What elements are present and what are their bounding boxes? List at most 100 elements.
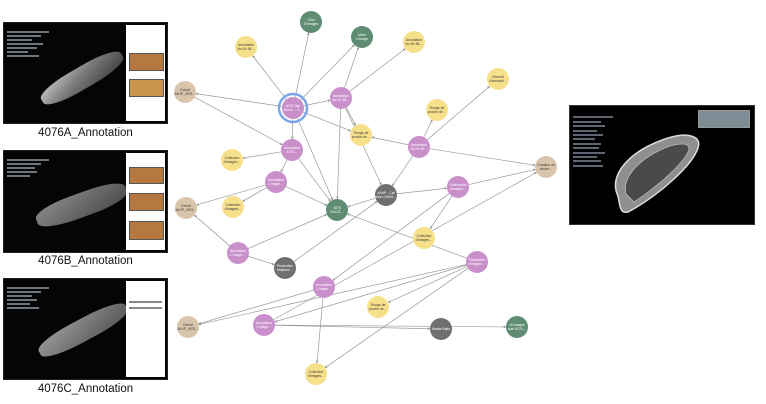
graph-node-circle[interactable] — [326, 199, 348, 221]
graph-edge — [429, 195, 453, 230]
graph-node-circle[interactable] — [426, 99, 448, 121]
graph-node-circle[interactable] — [313, 276, 335, 298]
graph-node-circle[interactable] — [375, 184, 397, 206]
graph-node-circle[interactable] — [408, 136, 430, 158]
annotation-screenshot-c[interactable] — [3, 278, 168, 380]
graph-node-circle[interactable] — [235, 36, 257, 58]
graph-edge — [294, 32, 310, 98]
graph-node-circle[interactable] — [305, 363, 327, 385]
graph-node-circle[interactable] — [222, 196, 244, 218]
graph-edge — [198, 264, 467, 326]
graph-node-circle[interactable] — [447, 176, 469, 198]
graph-edge — [344, 46, 359, 88]
graph-node-circle[interactable] — [430, 318, 452, 340]
annotation-screenshot-b[interactable] — [3, 150, 168, 253]
graph-edge — [242, 187, 267, 202]
graph-node-circle[interactable] — [487, 68, 509, 90]
graph-node-circle[interactable] — [265, 171, 287, 193]
graph-edge — [427, 85, 491, 141]
graph-node-circle[interactable] — [466, 251, 488, 273]
graph-node-circle[interactable] — [282, 97, 304, 119]
graph-node-circle[interactable] — [300, 11, 322, 33]
graph-edge — [345, 107, 357, 126]
graph-node-circle[interactable] — [274, 257, 296, 279]
graph-edge — [248, 256, 275, 266]
graph-node-circle[interactable] — [175, 197, 197, 219]
graph-node-circle[interactable] — [227, 242, 249, 264]
graph-node-circle[interactable] — [177, 316, 199, 338]
graph-node-circle[interactable] — [506, 316, 528, 338]
graph-edge — [391, 155, 414, 187]
graph-node-circle[interactable] — [174, 81, 196, 103]
graph-node-circle[interactable] — [350, 124, 372, 146]
graph-node[interactable]: Media Ratio — [430, 318, 452, 340]
graph-node-circle[interactable] — [281, 139, 303, 161]
graph-node-circle[interactable] — [403, 31, 425, 53]
graph-edges — [193, 32, 537, 369]
graph-edge — [346, 213, 467, 259]
graph-node-circle[interactable] — [367, 296, 389, 318]
graph-edge — [324, 267, 469, 369]
ship-model-screenshot[interactable] — [569, 105, 755, 225]
graph-edge — [274, 324, 431, 331]
annotation-screenshot-a[interactable] — [3, 22, 168, 124]
graph-node-circle[interactable] — [413, 227, 435, 249]
graph-node-circle[interactable] — [535, 156, 557, 178]
graph-node-circle[interactable] — [330, 87, 352, 109]
graph-node-circle[interactable] — [221, 149, 243, 171]
graph-node-circle[interactable] — [253, 314, 275, 336]
tree-panel — [7, 157, 50, 179]
graph-edge — [387, 266, 468, 303]
graph-node-circle[interactable] — [351, 26, 373, 48]
graph-edge — [247, 214, 328, 249]
graph-edge — [423, 119, 433, 138]
graph-edge — [347, 197, 376, 208]
